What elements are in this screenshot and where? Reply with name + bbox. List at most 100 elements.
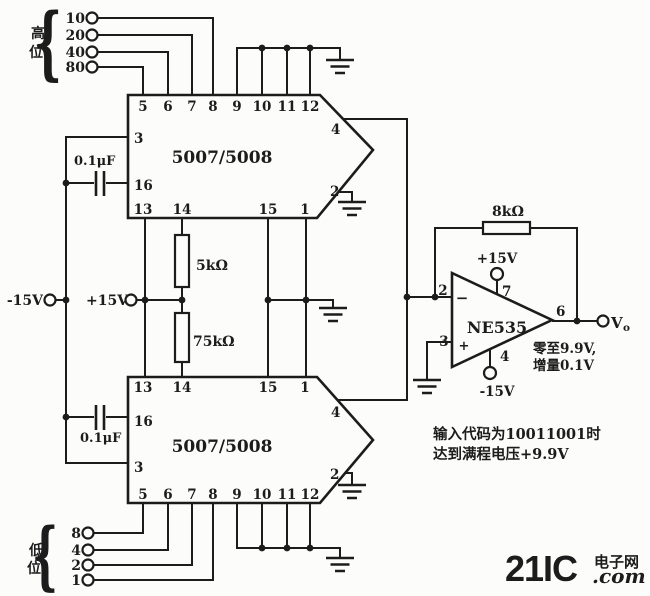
pin-label: 11 bbox=[278, 99, 297, 115]
pin-label: 1 bbox=[300, 202, 309, 218]
terminal-opamp-vee bbox=[482, 365, 498, 381]
resistor-8k-feedback bbox=[481, 220, 532, 236]
input-weight-4: 4 bbox=[71, 543, 81, 559]
dac-top-outline bbox=[126, 93, 375, 220]
opamp-outline bbox=[450, 270, 556, 370]
opamp-noninv-sign: + bbox=[459, 339, 470, 354]
low-bits-label-2: 位 bbox=[27, 560, 41, 577]
cap-top-value: 0.1μF bbox=[74, 154, 116, 169]
dac-top-name: 5007/5008 bbox=[172, 148, 273, 168]
wire-mid-ground bbox=[268, 299, 334, 308]
wire-input-20 bbox=[98, 34, 193, 95]
opamp-pin-out: 6 bbox=[556, 304, 565, 320]
wire-input-4 bbox=[94, 503, 169, 551]
wire-input-10 bbox=[98, 17, 214, 95]
wire-iout-net bbox=[337, 118, 408, 401]
labels: 高 位 { 10 20 40 80 低 位 { 8 4 2 1 -15V +15… bbox=[7, 0, 630, 596]
capacitor-bottom bbox=[94, 405, 106, 430]
terminal-input-40 bbox=[85, 45, 99, 59]
pin-label: 14 bbox=[173, 202, 192, 218]
pin-label: 1 bbox=[300, 380, 309, 396]
wire-top-pin2-gnd bbox=[339, 191, 353, 202]
pin-label: 3 bbox=[134, 131, 143, 147]
pin-label: 4 bbox=[331, 405, 340, 421]
pin-label: 6 bbox=[163, 99, 172, 115]
watermark-brand: 21IC bbox=[505, 548, 578, 589]
cap-bottom-value: 0.1μF bbox=[80, 431, 122, 446]
input-weight-8: 8 bbox=[71, 526, 81, 542]
opamp-name: NE535 bbox=[467, 318, 527, 337]
opamp-pin-inv: 2 bbox=[438, 283, 447, 299]
terminal-input-80 bbox=[85, 60, 99, 74]
dac-bottom-outline bbox=[126, 375, 375, 505]
pin-label: 4 bbox=[331, 122, 340, 138]
pin-label: 16 bbox=[134, 414, 153, 430]
terminal-input-b2 bbox=[81, 558, 95, 572]
opamp-inv-sign: − bbox=[456, 289, 469, 307]
terminal-input-b1 bbox=[81, 573, 95, 587]
low-bits-label-1: 低 bbox=[28, 542, 43, 559]
high-bits-label-2: 位 bbox=[29, 44, 43, 61]
terminal-output-vo bbox=[596, 314, 610, 328]
high-bits-brace: { bbox=[34, 0, 62, 90]
note-annotation-line2: 达到满程电压+9.9V bbox=[433, 445, 569, 463]
pin-label: 10 bbox=[253, 99, 272, 115]
opamp-vcc-label: +15V bbox=[477, 251, 518, 267]
ic-outlines bbox=[126, 93, 556, 505]
terminal-opamp-vcc bbox=[489, 266, 505, 282]
pin-label: 9 bbox=[232, 487, 241, 503]
pin-label: 9 bbox=[232, 99, 241, 115]
pin-label: 5 bbox=[138, 487, 147, 503]
opamp-pin-noninv: 3 bbox=[439, 334, 448, 350]
pin-label: 8 bbox=[208, 487, 217, 503]
pin-label: 2 bbox=[330, 184, 339, 200]
input-weight-2: 2 bbox=[71, 558, 81, 574]
pin-label: 10 bbox=[253, 487, 272, 503]
input-weight-20: 20 bbox=[66, 28, 86, 44]
pin-label: 14 bbox=[173, 380, 192, 396]
pin-label: 13 bbox=[134, 202, 153, 218]
low-bits-brace: { bbox=[32, 513, 58, 596]
pin-label: 8 bbox=[208, 99, 217, 115]
wire-input-8 bbox=[94, 503, 144, 534]
output-label-sub: o bbox=[623, 322, 630, 334]
pin-label: 7 bbox=[187, 487, 196, 503]
opamp-vee-label: -15V bbox=[480, 384, 515, 400]
pin-label: 2 bbox=[330, 467, 339, 483]
r8k-value: 8kΩ bbox=[492, 204, 524, 220]
pin-label: 16 bbox=[134, 178, 153, 194]
pin-label: 15 bbox=[259, 202, 278, 218]
terminals bbox=[43, 11, 610, 587]
watermark-logo: 21IC 电子网 .com bbox=[505, 548, 646, 589]
input-weight-1: 1 bbox=[71, 573, 81, 589]
r5k-value: 5kΩ bbox=[196, 258, 228, 274]
pin-label: 15 bbox=[259, 380, 278, 396]
wire-bottom-pin2-gnd bbox=[345, 472, 353, 485]
neg15-label: -15V bbox=[7, 293, 44, 309]
wire-bottom-bus-drops bbox=[261, 503, 311, 548]
terminal-neg15 bbox=[43, 293, 57, 307]
pin-label: 7 bbox=[187, 99, 196, 115]
input-weight-80: 80 bbox=[66, 60, 86, 76]
wire-opamp-noninv-gnd bbox=[426, 341, 452, 380]
input-weight-10: 10 bbox=[66, 11, 86, 27]
terminal-input-b4 bbox=[81, 543, 95, 557]
opamp-pin-vee: 4 bbox=[500, 349, 509, 365]
junction-dots bbox=[62, 44, 581, 552]
wire-input-1 bbox=[94, 503, 214, 581]
pin-label: 11 bbox=[278, 487, 297, 503]
terminal-input-b8 bbox=[81, 526, 95, 540]
pin-label: 12 bbox=[301, 487, 320, 503]
terminal-input-10 bbox=[85, 11, 99, 25]
pin-label: 5 bbox=[138, 99, 147, 115]
wire-input-40 bbox=[98, 51, 169, 95]
wire-top-bus-drops bbox=[261, 48, 311, 95]
dac-bottom-name: 5007/5008 bbox=[172, 437, 273, 457]
terminal-input-20 bbox=[85, 28, 99, 42]
range-annotation-line2: 增量0.1V bbox=[533, 357, 594, 374]
resistor-5k bbox=[173, 233, 191, 289]
resistor-75k bbox=[173, 311, 191, 364]
high-bits-label-1: 高 bbox=[31, 25, 45, 42]
